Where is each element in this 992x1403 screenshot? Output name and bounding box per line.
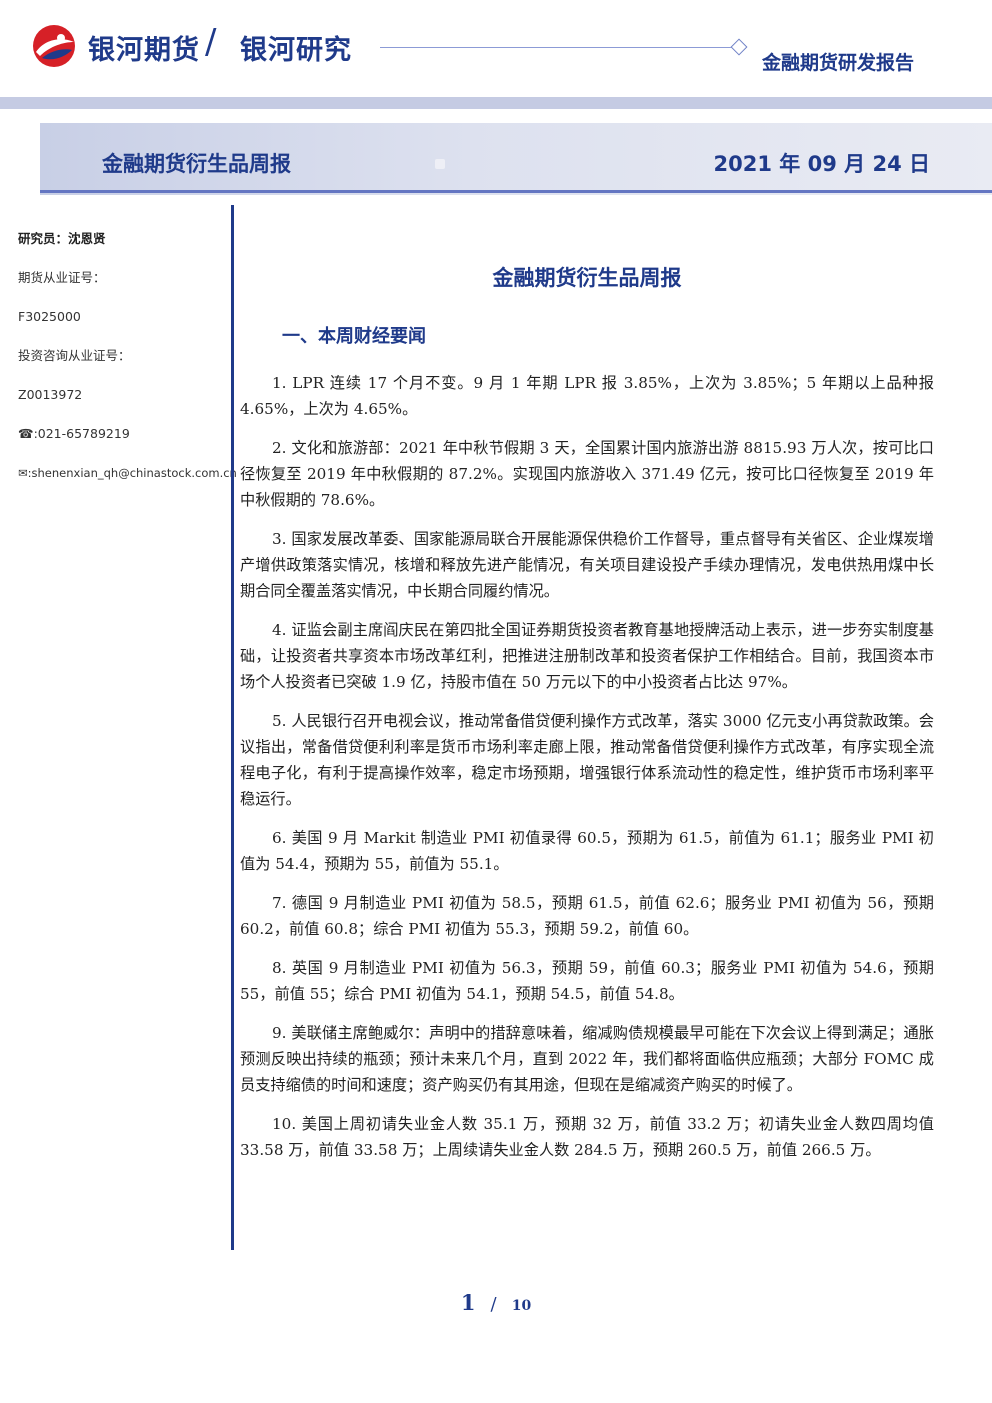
diamond-icon (730, 38, 748, 56)
document-title: 金融期货衍生品周报 (492, 266, 682, 290)
news-item: 2. 文化和旅游部：2021 年中秋节假期 3 天，全国累计国内旅游出游 881… (240, 439, 934, 509)
header-band (0, 97, 992, 109)
page-current: 1 (460, 1290, 476, 1315)
futures-cert-label: 期货从业证号： (18, 270, 106, 285)
vertical-divider (231, 205, 234, 1250)
section-heading: 一、本周财经要闻 (282, 326, 426, 347)
banner-title: 金融期货衍生品周报 (102, 152, 291, 176)
page-separator: / (490, 1294, 497, 1315)
news-item: 5. 人民银行召开电视会议，推动常备借贷便利操作方式改革，落实 3000 亿元支… (240, 712, 934, 808)
page-footer: 1 / 10 (0, 1290, 992, 1315)
advisory-cert-label: 投资咨询从业证号： (18, 348, 131, 363)
report-type: 金融期货研发报告 (762, 52, 915, 74)
banner-decoration (435, 159, 445, 169)
research-name: 银河研究 (240, 35, 352, 66)
report-date: 2021 年 09 月 24 日 (713, 152, 930, 176)
author-sidebar: 研究员：沈恩贤 期货从业证号： F3025000 投资咨询从业证号： Z0013… (18, 228, 237, 501)
researcher-name: 研究员：沈恩贤 (18, 231, 106, 246)
email-link[interactable]: ✉:shenenxian_qh@chinastock.com.cn (18, 466, 237, 480)
page-total: 10 (511, 1298, 532, 1314)
news-item: 10. 美国上周初请失业金人数 35.1 万，预期 32 万，前值 33.2 万… (240, 1115, 934, 1159)
phone-number: ☎:021-65789219 (18, 426, 130, 441)
brand-separator: / (205, 22, 217, 62)
banner-stripe (40, 190, 992, 193)
page-header: 银河期货 / 银河研究 金融期货研发报告 (0, 0, 992, 110)
brand-name: 银河期货 (88, 35, 200, 66)
title-banner: 金融期货衍生品周报 2021 年 09 月 24 日 (40, 123, 992, 195)
news-item: 9. 美联储主席鲍威尔：声明中的措辞意味着，缩减购债规模最早可能在下次会议上得到… (240, 1024, 934, 1094)
futures-cert-value: F3025000 (18, 309, 81, 324)
news-item: 4. 证监会副主席阎庆民在第四批全国证券期货投资者教育基地授牌活动上表示，进一步… (240, 621, 934, 691)
news-item: 6. 美国 9 月 Markit 制造业 PMI 初值录得 60.5，预期为 6… (240, 829, 934, 873)
news-item: 3. 国家发展改革委、国家能源局联合开展能源保供稳价工作督导，重点督导有关省区、… (240, 530, 934, 600)
news-item: 8. 英国 9 月制造业 PMI 初值为 56.3，预期 59，前值 60.3；… (240, 959, 934, 1003)
advisory-cert-value: Z0013972 (18, 387, 83, 402)
galaxy-logo-icon (33, 25, 75, 67)
main-content: 金融期货衍生品周报 一、本周财经要闻 1. LPR 连续 17 个月不变。9 月… (240, 262, 934, 1176)
header-rule (380, 47, 732, 48)
news-item: 1. LPR 连续 17 个月不变。9 月 1 年期 LPR 报 3.85%，上… (240, 374, 934, 418)
news-item: 7. 德国 9 月制造业 PMI 初值为 58.5，预期 61.5，前值 62.… (240, 894, 934, 938)
